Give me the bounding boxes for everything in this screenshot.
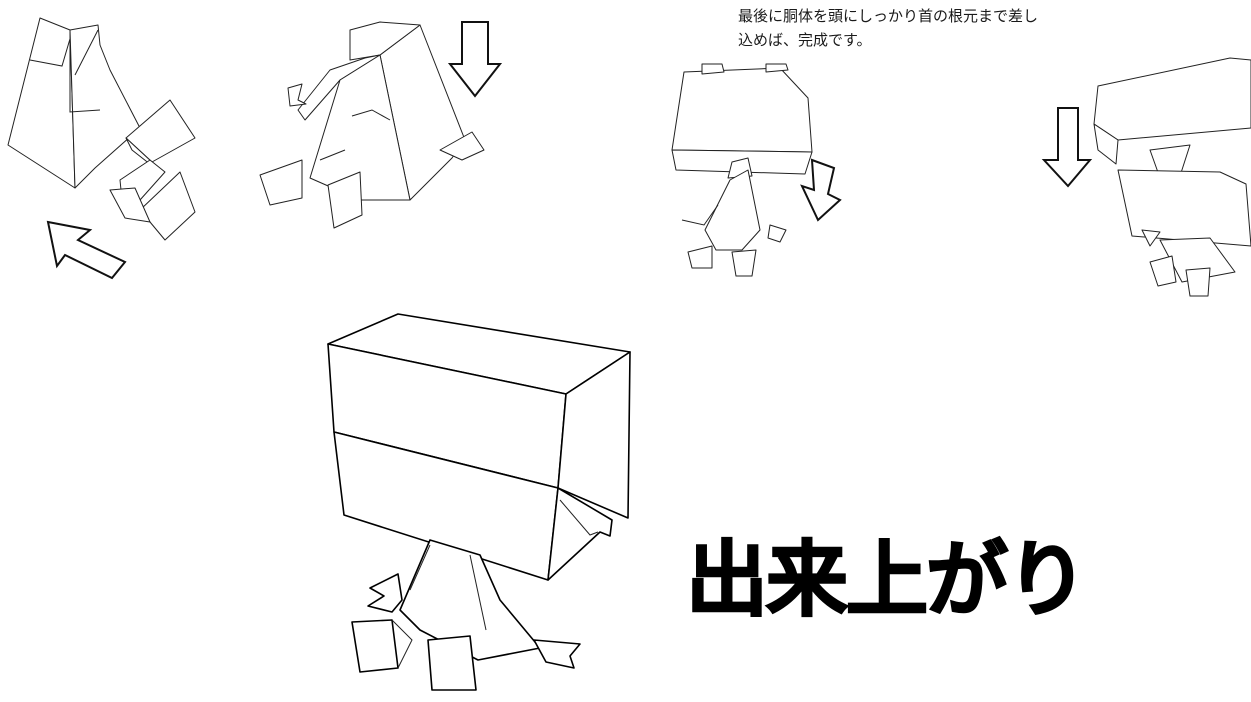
instruction-line-2: 込めば、完成です。: [738, 31, 872, 49]
step3-head-assembly: [671, 63, 813, 277]
instruction-text: 最後に胴体を頭にしっかり首の根元まで差し 込めば、完成です。: [738, 4, 1238, 52]
completion-title: 出来上がり: [685, 533, 1089, 628]
arrow-down-icon-step2: [447, 21, 503, 98]
step2-body-assembly: [259, 21, 485, 229]
instruction-line-1: 最後に胴体を頭にしっかり首の根元まで差し: [738, 7, 1039, 25]
completed-figure: [327, 313, 631, 691]
arrow-up-left-icon: [46, 220, 127, 280]
arrow-down-icon-step4: [1041, 107, 1093, 188]
arrow-down-icon-step3: [800, 158, 842, 222]
step1-body-parts: [7, 17, 196, 241]
step4-final-insert: [1093, 57, 1251, 297]
